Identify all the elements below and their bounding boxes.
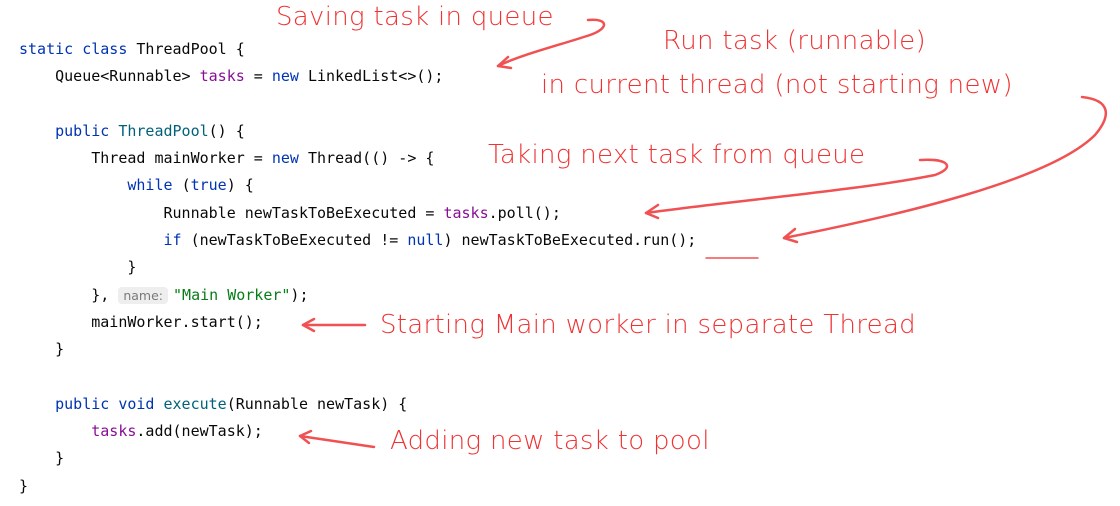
code-line: public void execute(Runnable newTask) { bbox=[19, 391, 696, 418]
code-token: LinkedList<>(); bbox=[308, 67, 444, 86]
code-line: } bbox=[19, 254, 696, 281]
code-token: (Runnable newTask) { bbox=[226, 394, 408, 413]
code-token: mainWorker.start(); bbox=[19, 312, 263, 331]
code-line: } bbox=[19, 336, 696, 363]
code-line: tasks.add(newTask); bbox=[19, 418, 696, 445]
code-line: mainWorker.start(); bbox=[19, 309, 696, 336]
code-token: execute bbox=[163, 394, 227, 413]
annotation-run-task-line2: in current thread (not starting new) bbox=[541, 70, 1013, 100]
annotation-run-task-line1: Run task (runnable) bbox=[663, 26, 926, 56]
code-token: .add(newTask); bbox=[136, 422, 263, 441]
annotation-adding-task: Adding new task to pool bbox=[390, 426, 710, 456]
code-token: }, bbox=[19, 285, 119, 304]
code-line: }, name:"Main Worker"); bbox=[19, 282, 696, 309]
code-token: ( bbox=[181, 176, 191, 195]
code-token: tasks bbox=[443, 203, 489, 222]
code-line: static class ThreadPool { bbox=[19, 36, 696, 63]
code-token: ) newTaskToBeExecuted.run(); bbox=[443, 231, 697, 250]
code-token: } bbox=[19, 340, 65, 359]
code-token: public bbox=[19, 121, 119, 140]
code-line: public ThreadPool() { bbox=[19, 118, 696, 145]
code-token: static class bbox=[19, 40, 137, 58]
arrow-adding-icon bbox=[298, 434, 376, 449]
annotation-saving-task: Saving task in queue bbox=[276, 2, 554, 32]
code-token: true bbox=[190, 176, 227, 195]
code-token: ); bbox=[290, 285, 309, 304]
code-token: .poll(); bbox=[488, 203, 561, 222]
arrow-taking-icon bbox=[644, 158, 949, 215]
code-token: ) { bbox=[226, 176, 254, 195]
code-token: Queue<Runnable> bbox=[19, 67, 200, 86]
arrow-run-icon bbox=[782, 95, 1108, 240]
code-token: public void bbox=[19, 394, 164, 413]
code-token: Runnable newTaskToBeExecuted = bbox=[19, 203, 444, 222]
code-line: if (newTaskToBeExecuted != null) newTask… bbox=[19, 227, 696, 254]
code-token: tasks bbox=[91, 422, 137, 441]
code-token: } bbox=[19, 258, 137, 277]
code-token: () { bbox=[208, 121, 245, 140]
code-line: } bbox=[19, 445, 696, 472]
annotation-starting-worker: Starting Main worker in separate Thread bbox=[380, 310, 916, 340]
code-token: "Main Worker" bbox=[173, 285, 291, 304]
code-line: } bbox=[19, 473, 696, 500]
code-line: Runnable newTaskToBeExecuted = tasks.pol… bbox=[19, 200, 696, 227]
code-token: (newTaskToBeExecuted != bbox=[190, 231, 408, 250]
code-token: while bbox=[19, 176, 182, 195]
annotation-taking-task: Taking next task from queue bbox=[488, 140, 866, 170]
code-line: while (true) { bbox=[19, 172, 696, 199]
code-token: } bbox=[19, 476, 29, 495]
code-line: Thread mainWorker = new Thread(() -> { bbox=[19, 145, 696, 172]
code-token: } bbox=[19, 449, 65, 468]
parameter-hint: name: bbox=[118, 286, 169, 304]
code-token: new bbox=[271, 67, 308, 86]
code-token: null bbox=[407, 231, 444, 250]
code-token: ThreadPool { bbox=[136, 40, 245, 58]
code-line: Queue<Runnable> tasks = new LinkedList<>… bbox=[19, 63, 696, 90]
arrow-saving-icon bbox=[496, 18, 606, 68]
code-token: Thread mainWorker = bbox=[19, 149, 272, 168]
code-editor: static class ThreadPool { Queue<Runnable… bbox=[19, 36, 696, 500]
code-token: Thread(() -> { bbox=[308, 149, 435, 168]
code-token: ThreadPool bbox=[118, 121, 209, 140]
code-token: new bbox=[271, 149, 308, 168]
code-token: if bbox=[19, 231, 191, 250]
code-token: tasks bbox=[199, 67, 245, 86]
code-token: = bbox=[244, 67, 272, 86]
